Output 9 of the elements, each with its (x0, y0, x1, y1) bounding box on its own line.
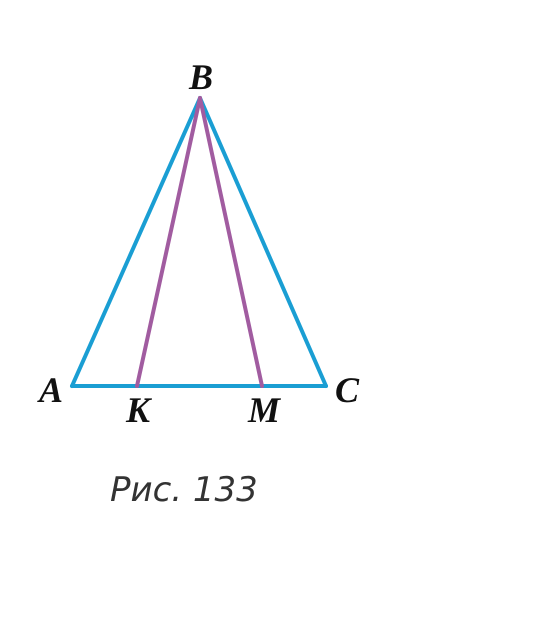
point-label: M (242, 388, 286, 432)
figure-caption: Рис. 133 (110, 470, 258, 510)
line-segment (198, 96, 264, 388)
point-label: B (186, 58, 216, 96)
point-label: C (328, 370, 366, 410)
point-label: K (122, 388, 154, 432)
point-label: A (32, 372, 70, 408)
line-segment (70, 384, 328, 388)
line-segment (135, 96, 202, 388)
